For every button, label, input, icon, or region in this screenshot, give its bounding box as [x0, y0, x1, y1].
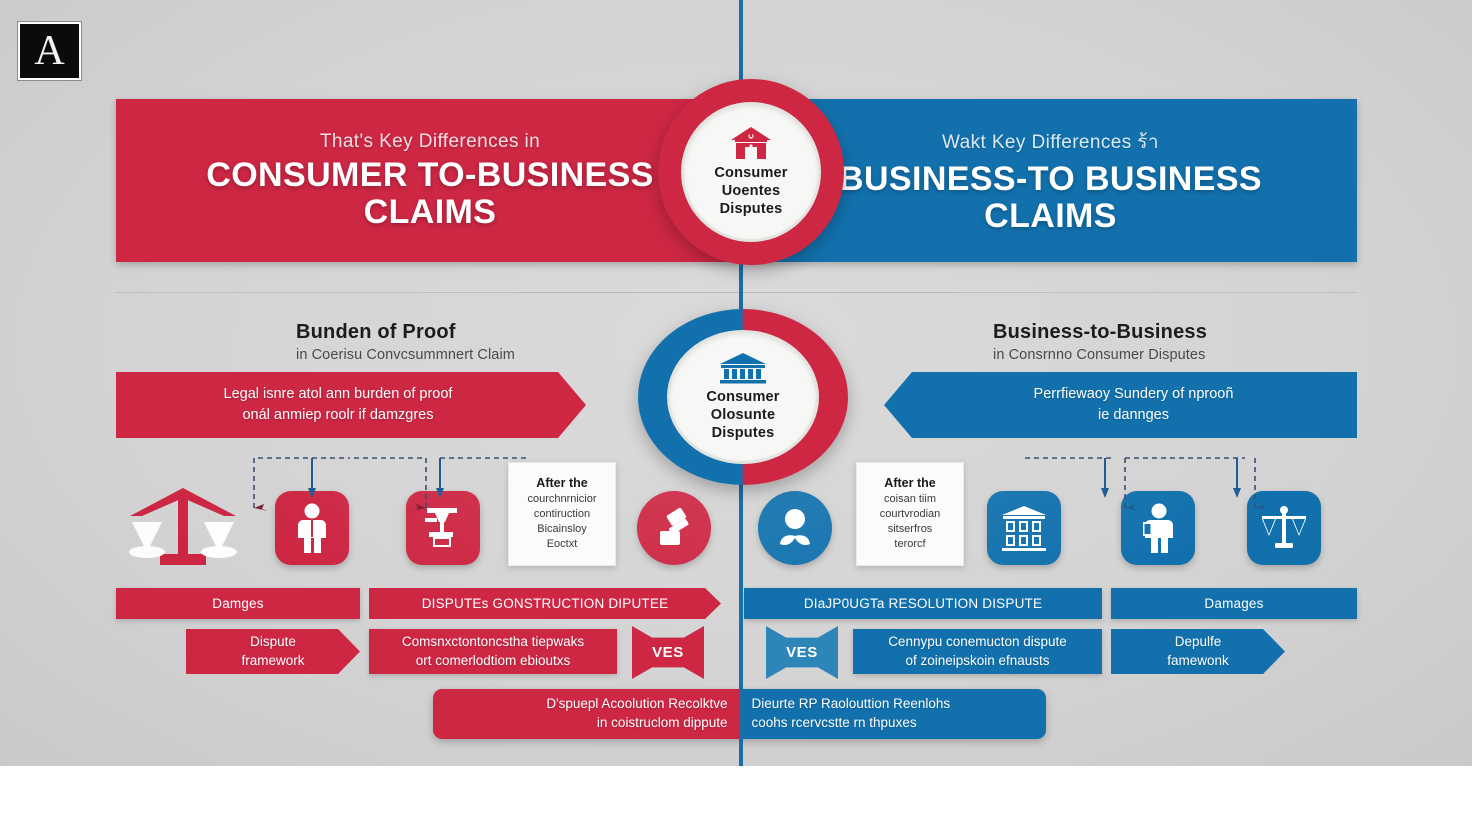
building-icon	[987, 491, 1061, 565]
brand-logo[interactable]: A	[18, 22, 81, 80]
info-card-right-line-1: coisan tiim	[884, 493, 936, 506]
info-card-left-line-1: courchnrnicior	[527, 493, 597, 506]
bottom-pill-right-line1: Dieurte RP Raolouttion Reenlohs	[751, 696, 951, 712]
header-right-title: BUSINESS-TO BUSINESS CLAIMS	[838, 160, 1262, 235]
scales-of-justice-icon	[124, 478, 242, 570]
info-card-right-line-3: sitserfros	[887, 523, 933, 535]
label-bar-right-damages: Damages	[1111, 588, 1357, 619]
businessperson-briefcase-icon	[1121, 491, 1195, 565]
hub-top-label-1: Consumer	[714, 164, 788, 181]
hub-mid-label-2: Olosunte	[710, 406, 776, 423]
hub-circle-middle: Consumer Olosunte Disputes	[638, 309, 848, 485]
info-card-left-line-3: Bicainsloy	[537, 523, 587, 535]
ves-badge-right[interactable]: VES	[766, 626, 838, 679]
chevron-right-construction-dispute: Cennypu conemucton dispute of zoineipsko…	[853, 629, 1102, 674]
handshake-support-icon	[758, 491, 832, 565]
construction-crane-icon	[406, 491, 480, 565]
chevron-right1-line2: of zoineipskoin efnausts	[905, 652, 1050, 668]
arrow-banner-right: Perrfiewaoy Sundery of nprooñ ie dannges	[884, 372, 1357, 438]
label-bar-left-damages: Damges	[116, 588, 360, 619]
bottom-resolution-pill: D'spuepl Acoolution Recolktve in coistru…	[433, 689, 1046, 739]
info-card-left: After the courchnrnicior contiruction Bi…	[508, 462, 616, 566]
header-banner-business-to-business: Wakt Key Differences ร้า BUSINESS-TO BUS…	[744, 99, 1357, 262]
section-left-subtitle: in Coerisu Convcsummnert Claim	[296, 347, 515, 363]
section-left-title: Bunden of Proof	[296, 321, 456, 343]
label-bar-right-resolution: DIaJP0UGTa RESOLUTION DISPUTE	[744, 588, 1102, 619]
section-heading-right: Business-to-Business in Consrnno Consume…	[993, 320, 1207, 363]
header-left-kicker: That's Key Differences in	[319, 131, 541, 153]
chevron-left2-line2: ort comerlodtiom ebioutxs	[415, 652, 571, 668]
header-banner-consumer-to-business: That's Key Differences in CONSUMER TO-BU…	[116, 99, 744, 262]
brand-logo-letter: A	[34, 28, 65, 74]
bottom-pill-right-line2: coohs rcervcstte rn thpuxes	[751, 715, 917, 730]
info-card-left-line-2: contiruction	[533, 508, 591, 521]
chevron-right2-line1: Depulfe	[1174, 634, 1222, 650]
section-divider	[116, 292, 1356, 293]
chevron-left-line1: Dispute	[250, 634, 296, 650]
businessperson-icon	[275, 491, 349, 565]
arrow-banner-left-line2: onál anmiep roolr if damzgres	[242, 407, 434, 423]
section-right-subtitle: in Consrnno Consumer Disputes	[993, 347, 1206, 363]
info-card-right-line-4: terorcf	[894, 537, 926, 550]
info-card-right: After the coisan tiim courtvrodian sitse…	[856, 462, 964, 566]
hub-top-label-3: Disputes	[719, 201, 783, 218]
chevron-left-dispute-framework: Dispute framework	[186, 629, 360, 674]
arrow-banner-right-line2: ie dannges	[1098, 407, 1169, 423]
arrow-banner-right-line1: Perrfiewaoy Sundery of nprooñ	[1033, 385, 1234, 402]
chevron-left-construction-dispute: Comsnxctontoncstha tiepwaks ort comerlod…	[369, 629, 617, 674]
house-icon	[730, 126, 772, 160]
arrow-banner-left-line1: Legal isnre atol ann burden of proof	[223, 385, 453, 402]
bottom-pill-left-line2: in coistruclom dippute	[596, 715, 728, 730]
courthouse-icon	[718, 352, 768, 384]
chevron-right2-line2: famewonk	[1167, 652, 1229, 668]
info-card-right-line-2: courtvrodian	[879, 508, 941, 521]
hub-top-label-2: Uoentes	[721, 182, 781, 199]
section-right-title: Business-to-Business	[993, 321, 1208, 343]
hub-mid-label-3: Disputes	[711, 425, 775, 442]
chevron-right-dispute-framework: Depulfe famewonk	[1111, 629, 1285, 674]
chevron-right1-line1: Cennypu conemucton dispute	[888, 634, 1067, 650]
hub-circle-top: Consumer Uoentes Disputes	[658, 79, 844, 265]
scales-of-justice-blue-icon	[1247, 491, 1321, 565]
label-bar-left-disputes: DISPUTEs GONSTRUCTION DIPUTEE	[369, 588, 721, 619]
info-card-left-line-4: Eoctxt	[546, 537, 578, 550]
bottom-pill-right: Dieurte RP Raolouttion Reenlohs coohs rc…	[739, 689, 1046, 739]
bottom-pill-left-line1: D'spuepl Acoolution Recolktve	[546, 696, 728, 712]
hub-top-inner: Consumer Uoentes Disputes	[681, 102, 821, 242]
chevron-left2-line1: Comsnxctontoncstha tiepwaks	[401, 634, 585, 650]
infographic-board: That's Key Differences in CONSUMER TO-BU…	[0, 0, 1472, 766]
info-card-left-title: After the	[536, 476, 588, 491]
gavel-icon	[637, 491, 711, 565]
arrow-banner-left: Legal isnre atol ann burden of proof oná…	[116, 372, 586, 438]
header-left-title: CONSUMER TO-BUSINESS CLAIMS	[206, 156, 654, 231]
info-card-right-title: After the	[884, 476, 936, 491]
section-heading-left: Bunden of Proof in Coerisu Convcsummnert…	[296, 320, 515, 363]
bottom-pill-left: D'spuepl Acoolution Recolktve in coistru…	[433, 689, 740, 739]
ves-badge-left[interactable]: VES	[632, 626, 704, 679]
chevron-left-line2: framework	[241, 652, 305, 668]
header-right-kicker: Wakt Key Differences ร้า	[942, 132, 1159, 154]
hub-mid-inner: Consumer Olosunte Disputes	[667, 330, 819, 464]
hub-mid-label-1: Consumer	[706, 388, 780, 405]
